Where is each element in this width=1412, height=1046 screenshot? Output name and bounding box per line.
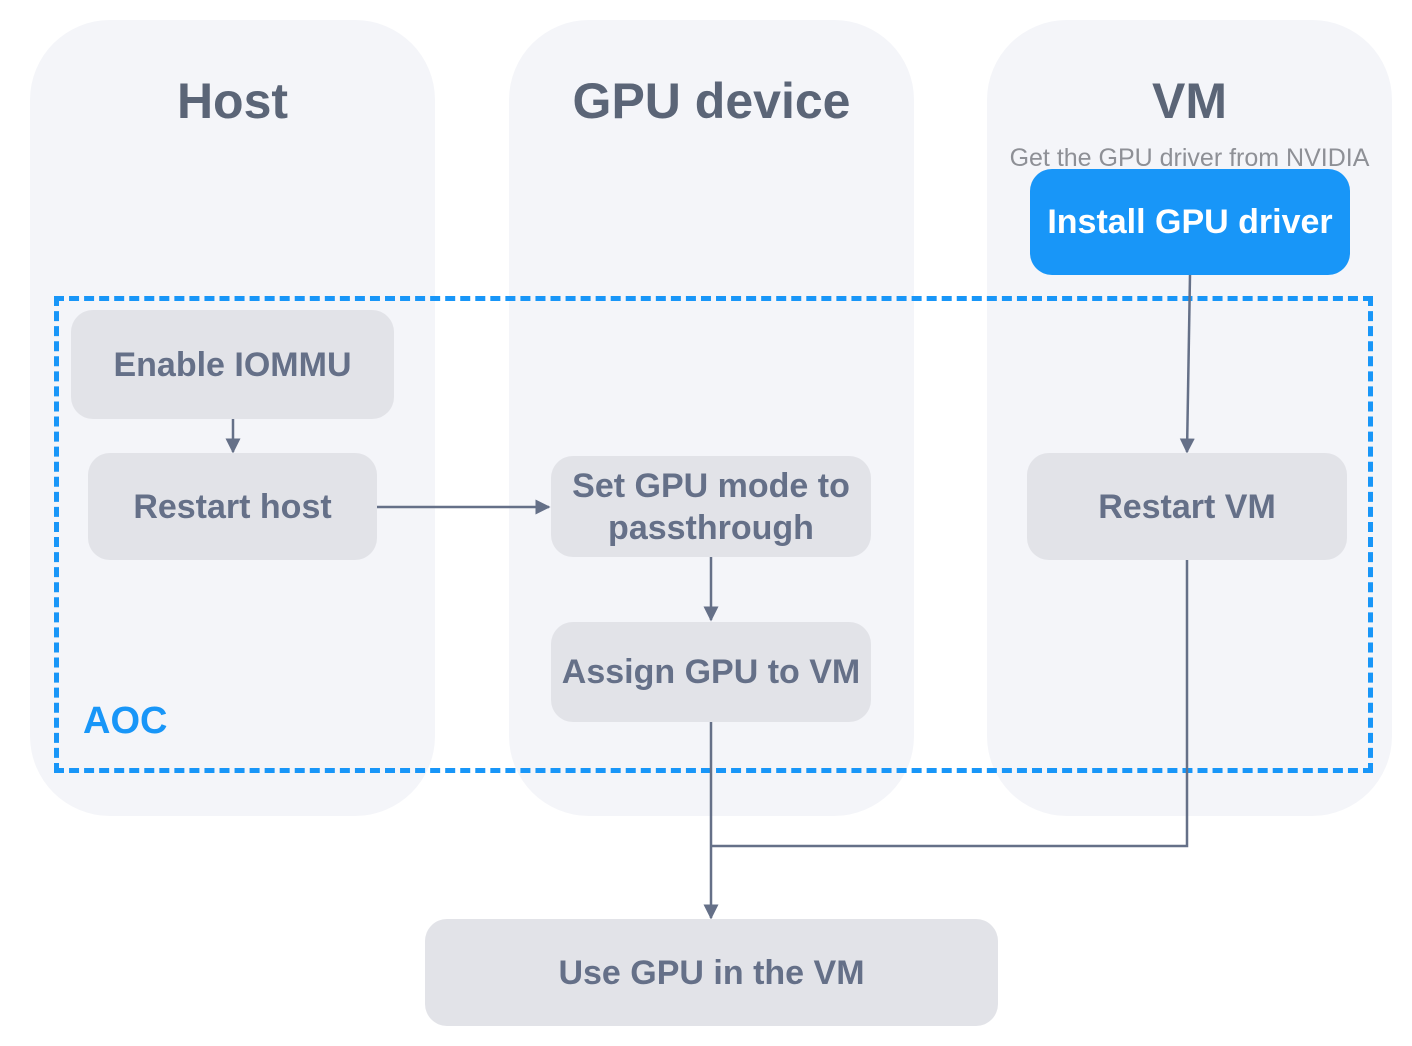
node-assign-gpu-to-vm[interactable]: Assign GPU to VM [551, 622, 871, 722]
aoc-group-label: AOC [83, 700, 168, 742]
lane-title-host: Host [176, 73, 289, 129]
node-label: Restart VM [1098, 487, 1276, 526]
node-label: Install GPU driver [1047, 203, 1333, 241]
node-enable-iommu[interactable]: Enable IOMMU [71, 310, 394, 419]
node-restart-host[interactable]: Restart host [88, 453, 377, 560]
node-label: Enable IOMMU [113, 345, 352, 384]
node-label: Use GPU in the VM [558, 953, 865, 992]
node-install-gpu-driver[interactable]: Install GPU driver [1030, 169, 1350, 275]
lane-subtitle-vm: Get the GPU driver from NVIDIA [1009, 144, 1370, 172]
lane-title-vm: VM [1152, 73, 1227, 129]
node-set-gpu-mode-passthrough[interactable]: Set GPU mode to passthrough [551, 456, 871, 557]
node-label: Set GPU mode to passthrough [572, 466, 850, 547]
node-label: Assign GPU to VM [561, 653, 861, 691]
node-label: Restart host [133, 487, 332, 526]
lane-title-gpu-device: GPU device [572, 73, 851, 129]
node-restart-vm[interactable]: Restart VM [1027, 453, 1347, 560]
node-use-gpu-in-vm[interactable]: Use GPU in the VM [425, 919, 998, 1026]
